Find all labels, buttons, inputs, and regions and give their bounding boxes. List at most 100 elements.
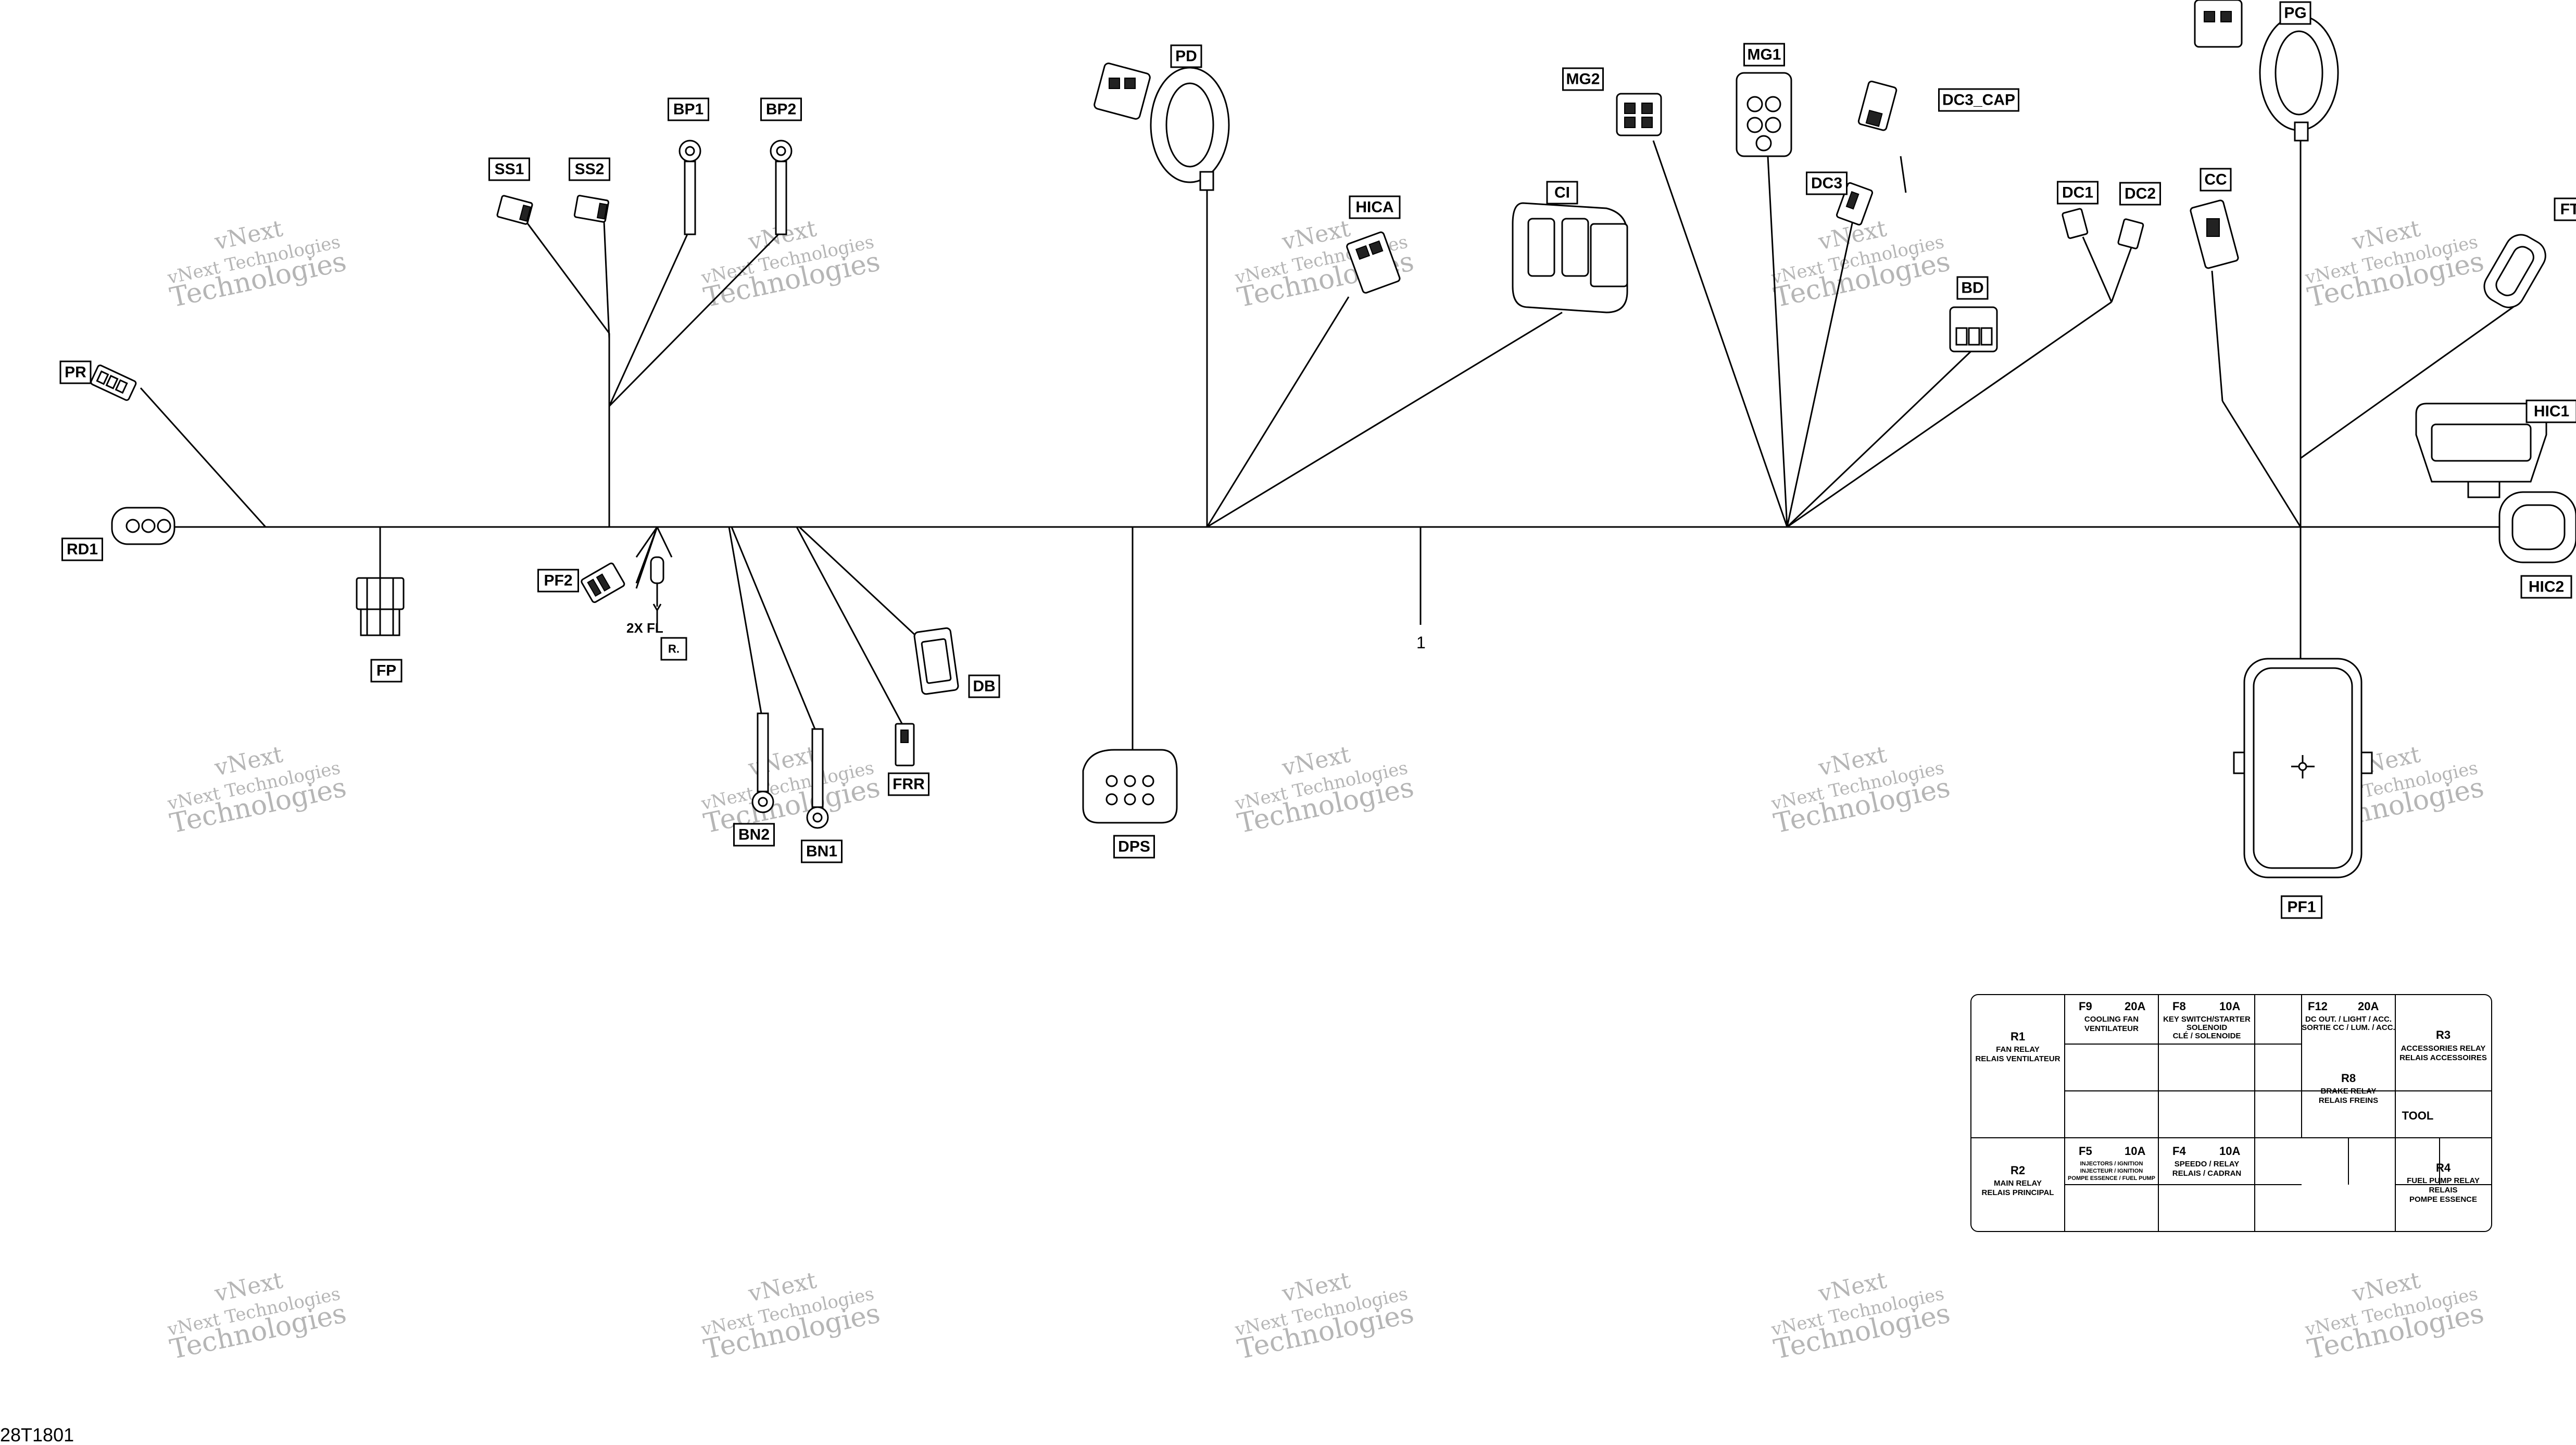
label-text: BP2 bbox=[766, 101, 796, 118]
label-bp1: BP1 bbox=[668, 97, 709, 121]
connector-bn1-icon bbox=[806, 728, 829, 829]
connector-db-icon bbox=[913, 627, 959, 695]
label-box bbox=[1956, 276, 1989, 300]
label-bp2: BP2 bbox=[760, 97, 802, 121]
label-box bbox=[1806, 171, 1848, 195]
label-box bbox=[1743, 43, 1785, 67]
connector-ss2-icon bbox=[573, 195, 609, 223]
label-text: FP bbox=[376, 662, 396, 680]
f8-line3: CLÉ / SOLENOIDE bbox=[2173, 1032, 2241, 1040]
r2-line1: MAIN RELAY bbox=[1994, 1179, 2042, 1188]
label-box bbox=[537, 569, 579, 593]
connector-dps-icon bbox=[1082, 749, 1178, 824]
f4-code: F4 bbox=[2172, 1145, 2186, 1158]
f9-line1: COOLING FAN bbox=[2084, 1015, 2139, 1024]
label-dc3-cap: DC3_CAP bbox=[1938, 88, 2019, 112]
part-number: 28T1801 bbox=[0, 1424, 74, 1445]
label-text: DC2 bbox=[2125, 185, 2156, 203]
connector-bd-icon bbox=[1949, 306, 1998, 353]
label-text: SS2 bbox=[575, 161, 605, 178]
label-text: PG bbox=[2284, 5, 2306, 22]
connector-pr-icon bbox=[90, 365, 137, 401]
connector-mg2-icon bbox=[1616, 93, 1662, 136]
label-text: BP1 bbox=[673, 101, 703, 118]
label-text: PR bbox=[65, 364, 86, 381]
label-box bbox=[2200, 168, 2232, 192]
label-box bbox=[488, 157, 530, 181]
connector-dc1-icon bbox=[2062, 208, 2089, 239]
connector-hic1-icon bbox=[2415, 403, 2547, 498]
connector-pf2-icon bbox=[581, 562, 625, 603]
connector-pd-icon bbox=[1094, 62, 1230, 191]
r4-line2: RELAIS bbox=[2429, 1186, 2457, 1195]
label-text: BN2 bbox=[738, 826, 770, 844]
label-bd: BD bbox=[1956, 276, 1989, 300]
label-text: FT bbox=[2560, 201, 2576, 218]
label-box bbox=[2119, 182, 2161, 206]
fuse-marker-box bbox=[660, 637, 687, 661]
label-hic2: HIC2 bbox=[2520, 575, 2572, 599]
r2-code: R2 bbox=[2010, 1164, 2025, 1177]
label-text: PF1 bbox=[2287, 899, 2316, 916]
r1-line2: RELAIS VENTILATEUR bbox=[1975, 1054, 2060, 1063]
f5-code: F5 bbox=[2079, 1145, 2092, 1158]
label-text: SS1 bbox=[495, 161, 524, 178]
label-ss1: SS1 bbox=[488, 157, 530, 181]
label-text: MG2 bbox=[1566, 71, 1600, 88]
label-fp: FP bbox=[370, 659, 403, 683]
label-text: BD bbox=[1961, 280, 1983, 297]
f4-line2: RELAIS / CADRAN bbox=[2172, 1169, 2242, 1178]
f8-amp: 10A bbox=[2219, 1000, 2240, 1013]
connector-pg-icon bbox=[2194, 0, 2339, 142]
f12-line2: SORTIE CC / LUM. / ACC. bbox=[2302, 1023, 2395, 1032]
connector-bp2-icon bbox=[770, 140, 793, 235]
label-cc: CC bbox=[2200, 168, 2232, 192]
label-dc3: DC3 bbox=[1806, 171, 1848, 195]
f12-code: F12 bbox=[2308, 1000, 2328, 1013]
label-text: CI bbox=[1554, 184, 1570, 202]
f8-line1: KEY SWITCH/STARTER bbox=[2163, 1015, 2251, 1024]
inline-fuse-icon bbox=[650, 556, 664, 633]
fuse-marker-box-text: R. bbox=[668, 643, 680, 656]
label-ft: FT bbox=[2554, 197, 2576, 221]
f5-line3: POMPE ESSENCE / FUEL PUMP bbox=[2068, 1175, 2155, 1182]
label-box bbox=[1349, 195, 1401, 219]
label-box bbox=[733, 823, 775, 847]
f9-line2: VENTILATEUR bbox=[2084, 1024, 2139, 1033]
r8-code: R8 bbox=[2341, 1072, 2356, 1085]
f5-line1: INJECTORS / IGNITION bbox=[2080, 1161, 2143, 1167]
label-mg2: MG2 bbox=[1562, 67, 1604, 91]
label-text: DC3 bbox=[1811, 175, 1842, 192]
r1-line1: FAN RELAY bbox=[1996, 1045, 2040, 1054]
label-dc2: DC2 bbox=[2119, 182, 2161, 206]
connector-ci-icon bbox=[1512, 202, 1628, 313]
f9-code: F9 bbox=[2079, 1000, 2092, 1013]
label-text: DB bbox=[973, 678, 995, 695]
tool-label: TOOL bbox=[2402, 1109, 2434, 1122]
label-pf1: PF1 bbox=[2281, 895, 2322, 919]
r4-line1: FUEL PUMP RELAY bbox=[2407, 1176, 2480, 1185]
label-box bbox=[2281, 895, 2322, 919]
label-dps: DPS bbox=[1113, 835, 1155, 859]
fuse-box-pf1-icon bbox=[2233, 658, 2373, 878]
label-box bbox=[59, 360, 92, 384]
f9-amp: 20A bbox=[2125, 1000, 2145, 1013]
connector-bn2-icon bbox=[751, 712, 774, 813]
f8-code: F8 bbox=[2172, 1000, 2186, 1013]
label-box bbox=[2520, 575, 2572, 599]
r3-line2: RELAIS ACCESSOIRES bbox=[2399, 1053, 2487, 1062]
label-box bbox=[370, 659, 403, 683]
harness-wires bbox=[125, 138, 2521, 750]
label-text: PD bbox=[1175, 48, 1197, 65]
connector-ss1-icon bbox=[496, 195, 533, 225]
label-box bbox=[2525, 399, 2576, 423]
connector-bp1-icon bbox=[678, 140, 701, 235]
